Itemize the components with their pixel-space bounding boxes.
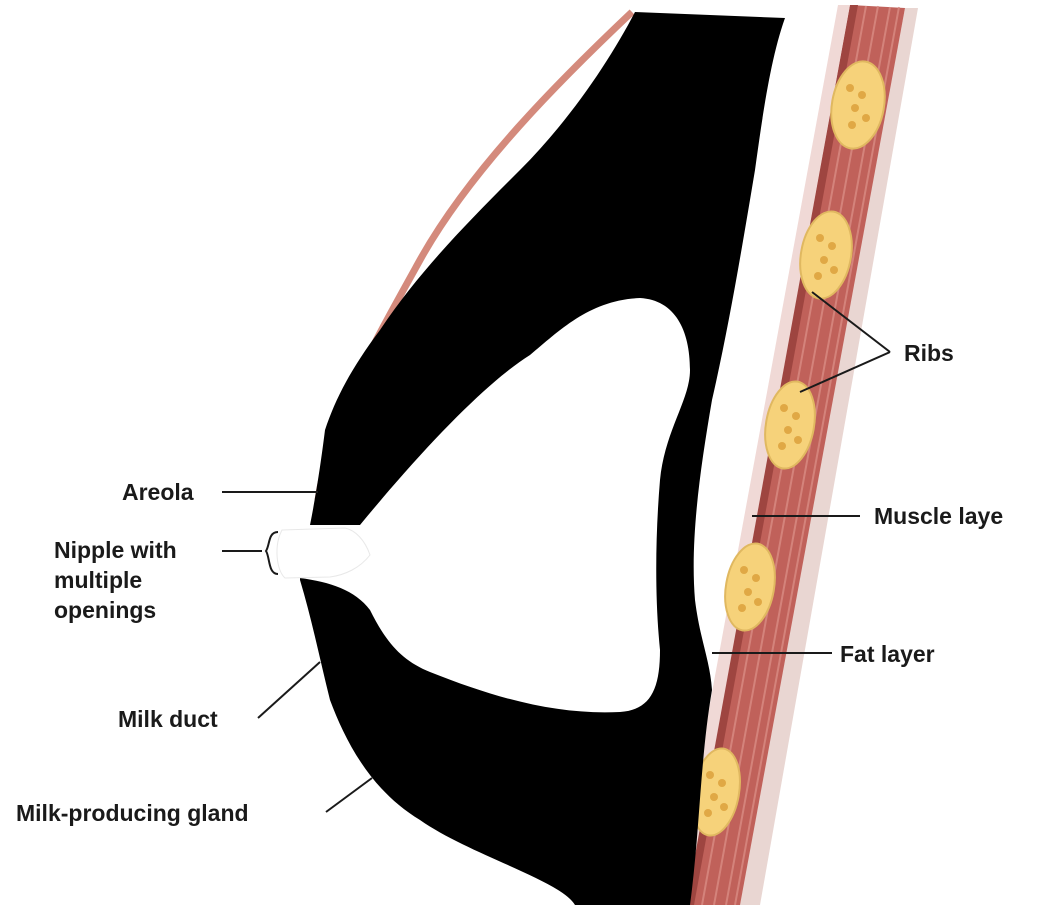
label-nipple-line2: multiple	[54, 567, 142, 593]
label-muscle: Muscle laye	[874, 503, 1003, 529]
milk-duct-leader	[258, 662, 320, 718]
label-fat: Fat layer	[840, 641, 935, 667]
nipple-shape	[277, 528, 370, 578]
milk-gland-leader	[326, 778, 372, 812]
label-milk-gland: Milk-producing gland	[16, 800, 249, 826]
label-areola: Areola	[122, 479, 194, 505]
label-ribs: Ribs	[904, 340, 954, 366]
nipple-brace	[266, 532, 278, 574]
label-milk-duct: Milk duct	[118, 706, 218, 732]
label-nipple-line3: openings	[54, 597, 156, 623]
label-nipple-line1: Nipple with	[54, 537, 177, 563]
